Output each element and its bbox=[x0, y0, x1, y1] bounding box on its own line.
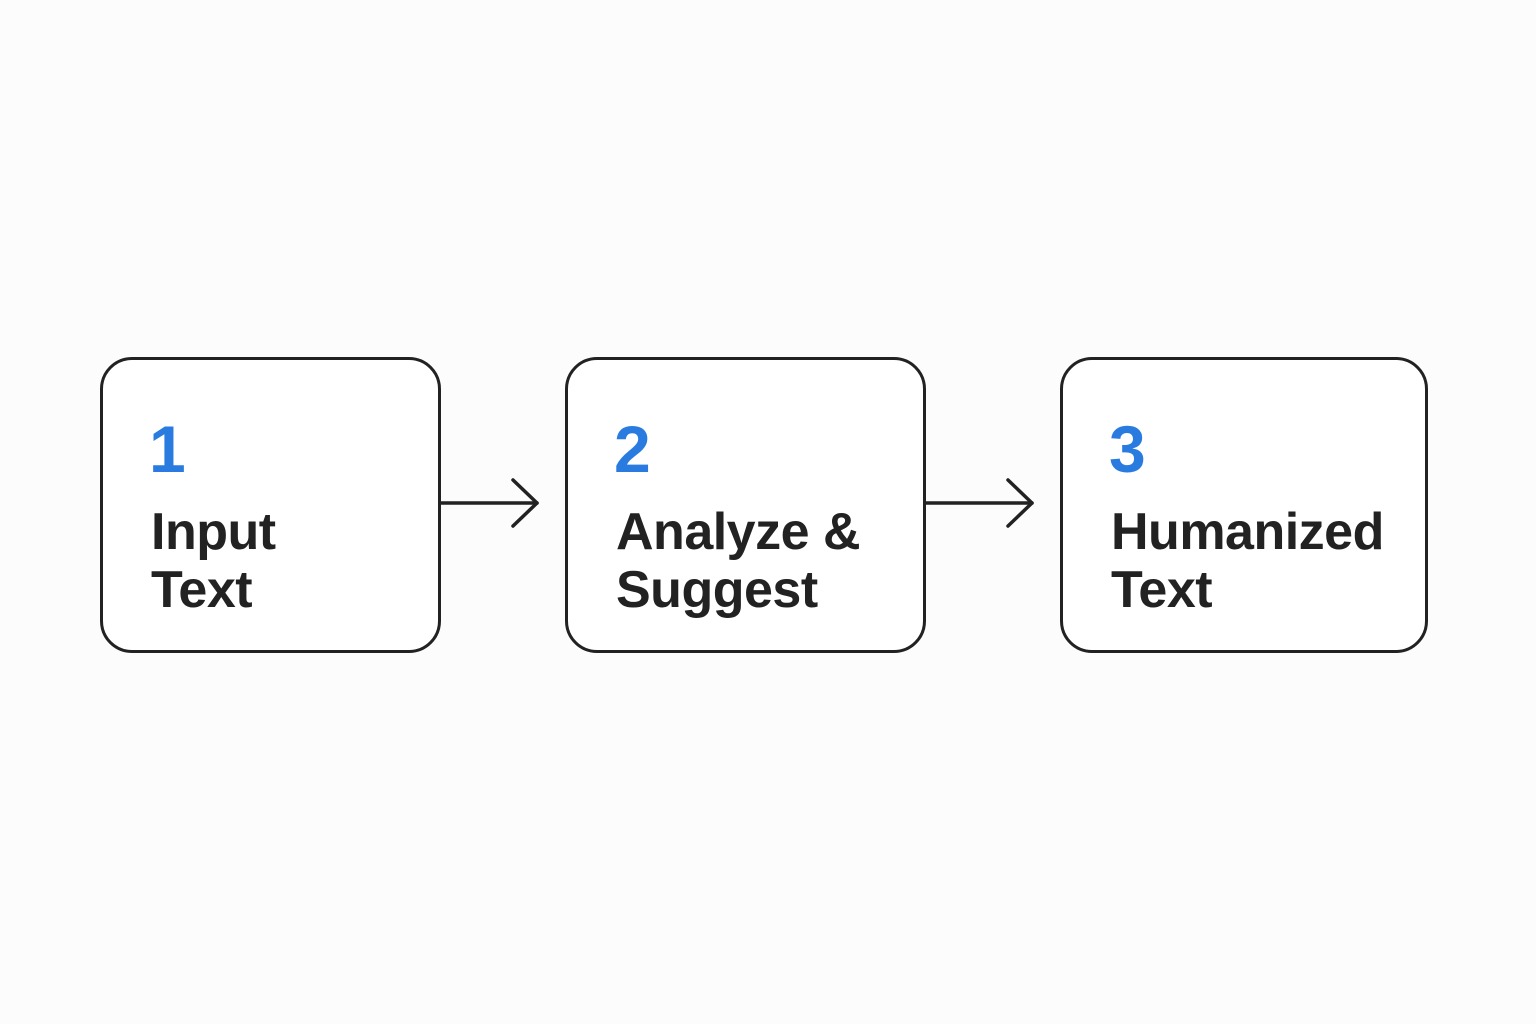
step-box-analyze-suggest: 2 Analyze & Suggest bbox=[565, 357, 926, 653]
arrow-right-icon bbox=[439, 478, 539, 528]
step-label: Input Text bbox=[151, 503, 276, 619]
arrow-right-icon bbox=[924, 478, 1034, 528]
step-label-line: Suggest bbox=[616, 561, 818, 619]
step-label: Analyze & Suggest bbox=[616, 503, 861, 619]
step-box-humanized-text: 3 Humanized Text bbox=[1060, 357, 1428, 653]
step-label-line: Input bbox=[151, 503, 276, 561]
step-label-line: Text bbox=[151, 561, 253, 619]
step-number: 2 bbox=[614, 412, 651, 486]
step-label-line: Humanized bbox=[1111, 503, 1384, 561]
step-label-line: Analyze & bbox=[616, 503, 861, 561]
step-label-line: Text bbox=[1111, 561, 1213, 619]
step-box-input-text: 1 Input Text bbox=[100, 357, 441, 653]
step-number: 1 bbox=[149, 412, 186, 486]
step-label: Humanized Text bbox=[1111, 503, 1384, 619]
step-number: 3 bbox=[1109, 412, 1146, 486]
